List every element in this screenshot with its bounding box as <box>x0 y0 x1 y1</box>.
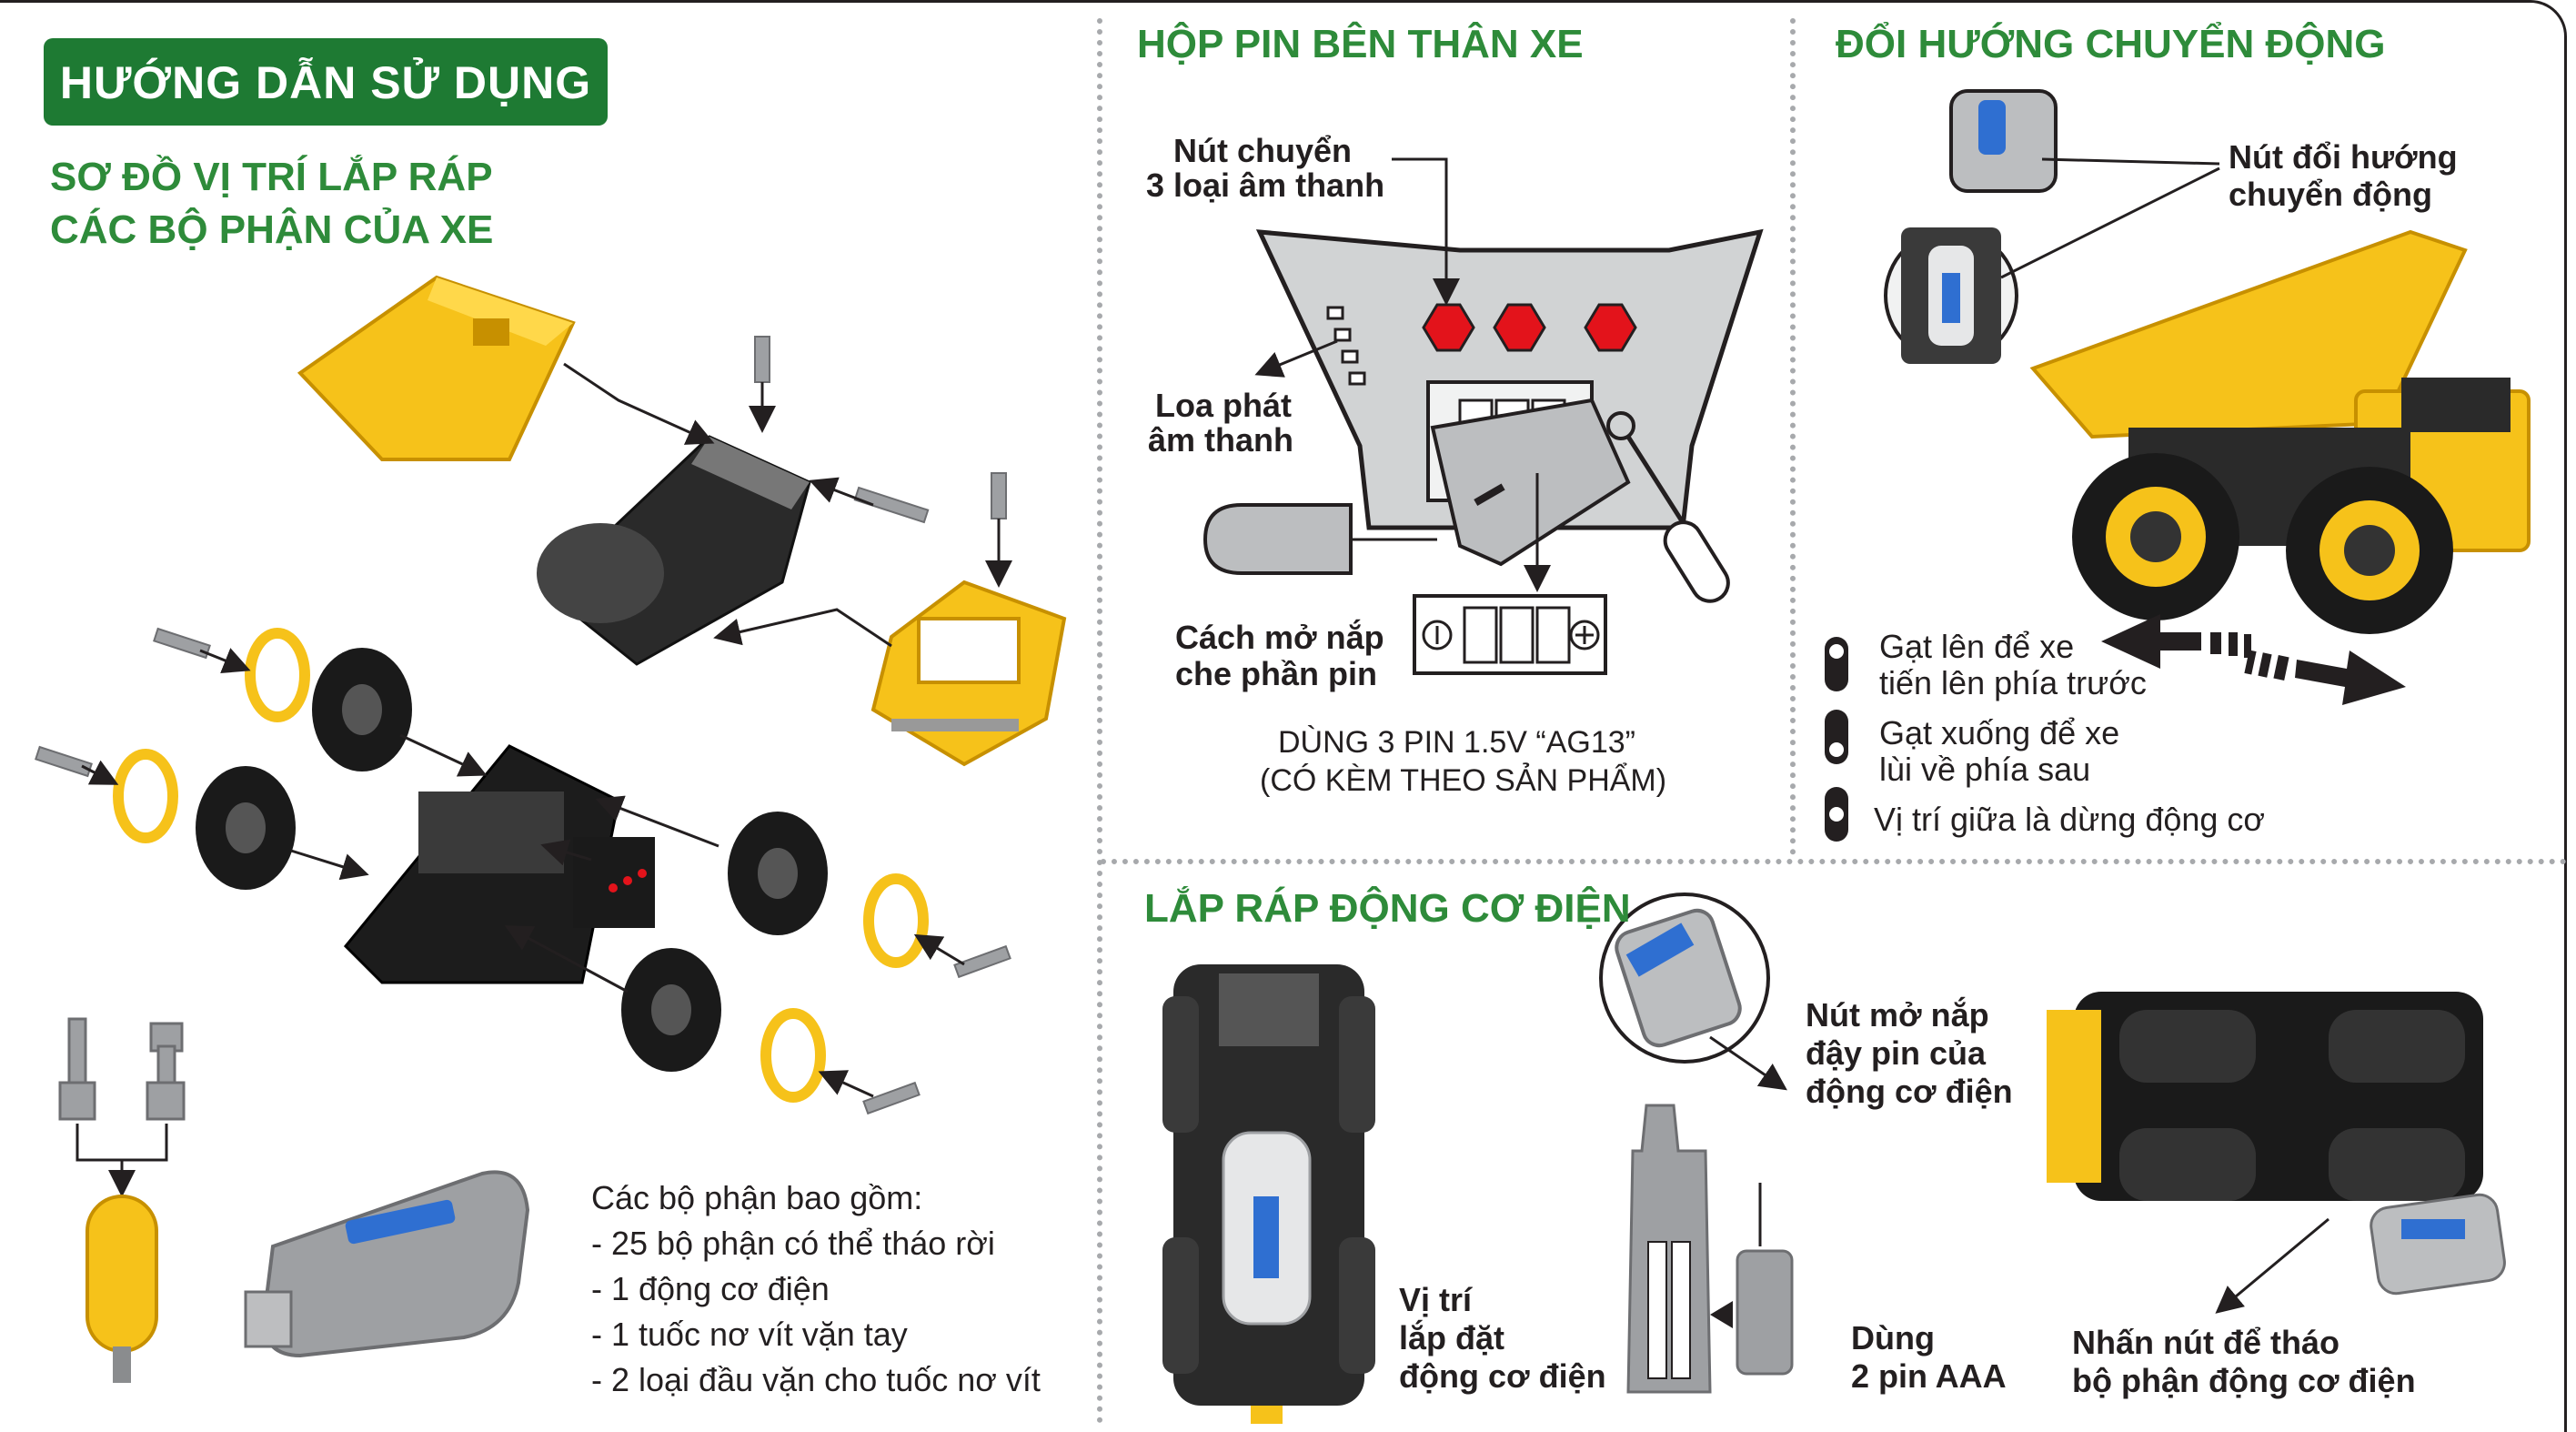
sound-button-label-line2: 3 loại âm thanh <box>1146 166 1385 204</box>
screwdriver-icon <box>1625 435 1730 603</box>
motor-title: LẮP RÁP ĐỘNG CƠ ĐIỆN <box>1144 886 1631 931</box>
battery-title: HỘP PIN BÊN THÂN XE <box>1137 22 1584 66</box>
bit-icon <box>58 1017 186 1121</box>
battery-box-icon <box>1255 228 1764 567</box>
dump-truck-icon <box>2029 229 2531 634</box>
switch-label-line2: chuyển động <box>2229 176 2432 213</box>
dump-bed-icon <box>297 275 576 461</box>
battery-pack-icon <box>1413 594 1607 675</box>
position-label-line2: lắp đặt <box>1399 1319 1505 1356</box>
remove-label-line2: bộ phận động cơ điện <box>2072 1362 2416 1399</box>
assembly-arrows <box>81 362 1012 1098</box>
toggle-icon <box>1825 637 1848 842</box>
reverse-line1: Gạt xuống để xe <box>1879 714 2120 751</box>
screwdriver-icon <box>86 1195 158 1383</box>
forward-line2: tiến lên phía trước <box>1879 664 2147 701</box>
battery-note-line1: DÙNG 3 PIN 1.5V “AG13” <box>1278 725 1636 760</box>
switch-icon <box>1884 89 2058 364</box>
cover-button-label-line3: động cơ điện <box>1806 1073 2013 1110</box>
assembly-title-line2: CÁC BỘ PHẬN CỦA XE <box>50 207 494 252</box>
motor-box-small <box>573 837 655 928</box>
arrow-right-icon <box>2244 650 2406 705</box>
parts-item-4: - 2 loại đầu vặn cho tuốc nơ vít <box>591 1361 1041 1398</box>
speaker-label-line2: âm thanh <box>1148 421 1294 459</box>
cover-label-line1: Cách mở nắp <box>1175 619 1384 656</box>
power-drill-icon <box>244 1170 530 1358</box>
motor-icon <box>1599 892 1770 1064</box>
sound-button-icon <box>1422 303 1637 352</box>
aaa-label-line2: 2 pin AAA <box>1851 1357 2007 1395</box>
truck-flipped-icon <box>2047 992 2506 1296</box>
rim-icon <box>113 628 929 1103</box>
cover-label-line2: che phần pin <box>1175 655 1378 692</box>
speaker-part <box>1202 503 1353 575</box>
parts-title: Các bộ phận bao gồm: <box>591 1179 923 1216</box>
sound-button-label-line1: Nút chuyển <box>1173 132 1353 169</box>
divider-vertical-right <box>1790 18 1796 855</box>
banner-title: HƯỚNG DẪN SỬ DỤNG <box>59 57 592 108</box>
aaa-label-line1: Dùng <box>1851 1319 1935 1356</box>
stop-line: Vị trí giữa là dừng động cơ <box>1874 801 2266 838</box>
cover-button-label-line1: Nút mở nắp <box>1806 996 1989 1034</box>
speaker-label-line1: Loa phát <box>1155 387 1292 424</box>
instructions-banner: HƯỚNG DẪN SỬ DỤNG <box>44 38 608 126</box>
assembly-title-line1: SƠ ĐỒ VỊ TRÍ LẮP RÁP <box>50 155 493 199</box>
divider-horizontal <box>1101 859 2567 864</box>
aaa-battery-icon <box>1626 1104 1794 1394</box>
arrow-left-icon <box>2101 614 2251 669</box>
switch-label-line1: Nút đổi hướng <box>2229 138 2458 176</box>
truck-underside-icon <box>1162 964 1375 1424</box>
battery-note-line2: (CÓ KÈM THEO SẢN PHẨM) <box>1260 763 1667 798</box>
reverse-line2: lùi về phía sau <box>1879 751 2091 788</box>
bit-bracket <box>75 1124 168 1162</box>
direction-title: ĐỔI HƯỚNG CHUYỂN ĐỘNG <box>1836 22 2386 66</box>
cab-icon <box>870 580 1067 767</box>
chassis-icon <box>343 435 811 984</box>
cover-button-label-line2: đậy pin của <box>1806 1034 1987 1072</box>
parts-item-3: - 1 tuốc nơ vít vặn tay <box>591 1316 908 1353</box>
divider-vertical-left <box>1097 18 1102 1424</box>
remove-label-line1: Nhấn nút để tháo <box>2072 1324 2340 1361</box>
parts-item-2: - 1 động cơ điện <box>591 1270 830 1307</box>
position-label-line3: động cơ điện <box>1399 1357 1606 1395</box>
position-label-line1: Vị trí <box>1399 1281 1473 1318</box>
wheel-icon <box>196 648 828 1072</box>
screw-icon <box>35 336 1011 1115</box>
parts-item-1: - 25 bộ phận có thể tháo rời <box>591 1225 995 1262</box>
forward-line1: Gạt lên để xe <box>1879 628 2075 665</box>
